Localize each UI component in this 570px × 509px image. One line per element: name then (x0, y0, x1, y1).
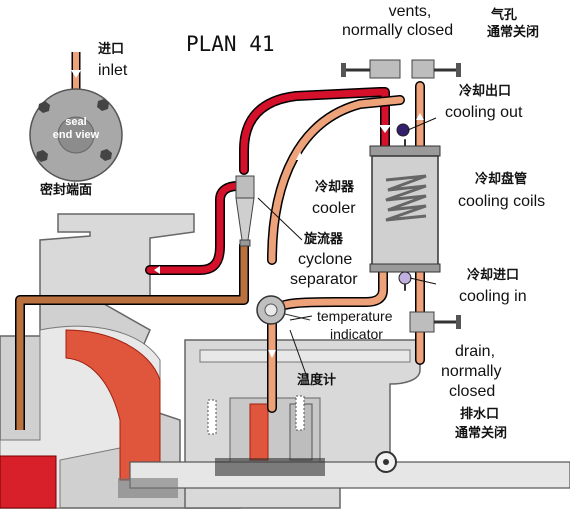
cooling-out-label-zh: 冷却出口 (459, 84, 512, 99)
cooling-coils-icon (385, 174, 427, 222)
cyclone-label-en-2: separator (290, 271, 358, 288)
hot-line (145, 87, 391, 275)
cyclone-separator (235, 175, 255, 247)
drain-label-1: drain, (454, 343, 496, 360)
vents-label-zh-1: 气孔 (491, 8, 518, 23)
inlet-label-en: inlet (98, 62, 128, 79)
cooling-out-label-en: cooling out (445, 104, 523, 121)
drain-label-zh-2: 通常关闭 (455, 426, 508, 441)
pump-casing (0, 213, 241, 509)
leader-lines (257, 117, 437, 381)
temperature-gauge-label-zh: 温度计 (297, 373, 337, 388)
cooling-in-label-en: cooling in (459, 288, 527, 305)
temperature-indicator-label-1: temperature (317, 308, 393, 324)
vents-label-zh-2: 通常关闭 (487, 25, 540, 40)
cooling-coils-label-en: cooling coils (458, 193, 546, 210)
cooling-coils-label-zh: 冷却盘管 (475, 172, 528, 187)
cyclone-return-line (15, 244, 249, 430)
seal-end-view (29, 88, 123, 182)
seal-end-view-label-zh: 密封端面 (40, 183, 93, 198)
drain-label-zh-1: 排水口 (460, 407, 500, 422)
drain-label-3: closed (449, 383, 496, 400)
inlet-label-zh: 进口 (98, 42, 125, 57)
cooling-in-label-zh: 冷却进口 (467, 268, 520, 283)
cyclone-label-en-1: cyclone (298, 251, 353, 268)
vents-label-1: vents, (388, 3, 432, 20)
seal-bolts (36, 99, 112, 162)
seal-face-label-2: end view (52, 129, 100, 141)
drain-label-2: normally (441, 363, 502, 380)
vents-label-2: normally closed (342, 22, 454, 39)
vent-valves (341, 59, 461, 79)
cooler-label-en: cooler (312, 200, 356, 217)
seal-chamber (118, 339, 570, 509)
cooler-vessel (369, 123, 441, 285)
temperature-indicator (256, 295, 311, 325)
diagram-title: PLAN 41 (186, 32, 275, 56)
cyclone-label-zh: 旋流器 (304, 232, 344, 247)
drain-valve (409, 311, 461, 333)
cooler-label-zh: 冷却器 (315, 180, 355, 195)
seal-face-label-1: seal (65, 116, 87, 128)
temperature-indicator-label-2: indicator (330, 326, 383, 342)
